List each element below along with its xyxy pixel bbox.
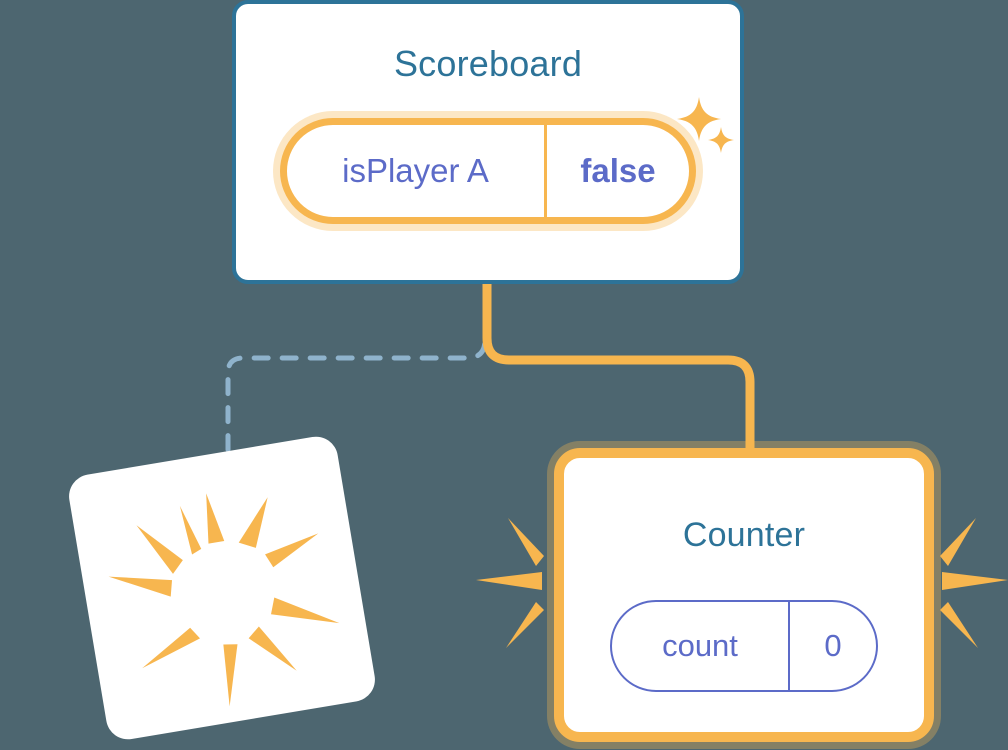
scoreboard-pill-wrap: isPlayer A false [280,118,696,224]
scoreboard-state-pill[interactable]: isPlayer A false [280,118,696,224]
scoreboard-pill-divider [544,125,547,217]
burst-ray-icon [206,493,225,544]
burst-rays-counter-right [940,518,1008,648]
burst-ray-icon [136,525,183,574]
burst-ray-icon [265,533,319,568]
burst-ray-icon [271,597,340,624]
counter-pill-key: count [662,628,738,663]
burst-ray-icon [108,576,173,597]
burst-ray-icon [940,602,978,648]
counter-state-pill[interactable]: count 0 [610,600,878,692]
scoreboard-pill-value: false [580,152,656,189]
burst-ray-icon [223,644,238,707]
burst-ray-icon [248,626,297,671]
connector-solid-scoreboard-to-counter [482,279,755,463]
burst-ray-icon [142,627,201,669]
counter-card[interactable]: Counter count 0 [554,448,934,742]
burst-ray-icon [238,497,268,548]
burst-ray-icon [476,572,542,590]
burst-rays-blank-card [108,493,340,707]
counter-pill-divider [788,602,790,690]
burst-ray-icon [506,602,544,648]
sparkle-icon [708,127,734,153]
burst-ray-icon [942,572,1008,590]
burst-ray-icon [940,518,976,566]
burst-ray-icon [508,518,544,566]
counter-card-title: Counter [682,516,806,554]
scoreboard-pill-key: isPlayer A [342,152,489,189]
burst-rays-counter-left [476,518,544,648]
sparkle-icon [677,97,721,141]
scoreboard-card[interactable]: Scoreboard isPlayer A false [232,0,744,284]
counter-pill-value: 0 [824,628,842,663]
blank-card[interactable] [65,433,379,743]
burst-ray-icon [179,505,202,555]
scoreboard-card-title: Scoreboard [393,43,583,84]
